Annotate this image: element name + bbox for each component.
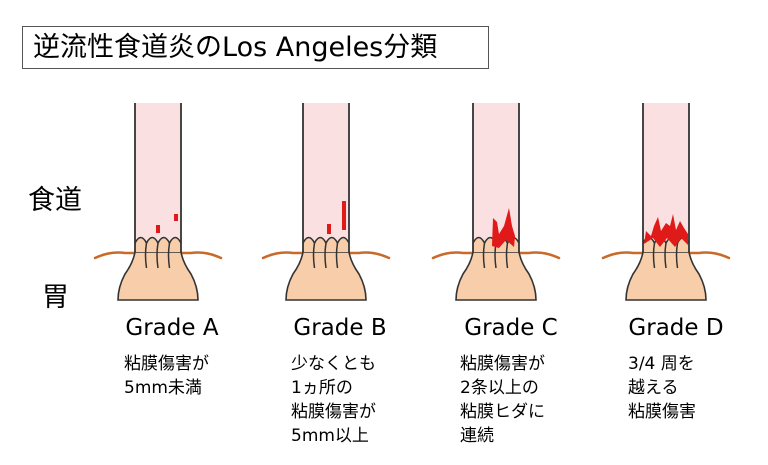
mucosal-fold-line [312,242,316,269]
z-line [302,236,350,245]
mucosal-fold-line [156,242,159,269]
mucosal-fold-line [675,242,679,269]
mucosal-break [156,225,160,233]
grade-b-description: 少なくとも 1ヵ所の 粘膜傷害が 5mm以上 [291,352,376,448]
mucosal-break [174,214,178,221]
mucosal-break [342,201,346,230]
circumferential-mucosal-break [644,214,688,247]
grade-c-desc-line: 粘膜傷害が [460,354,545,374]
grade-b-desc-line: 少なくとも [291,354,376,374]
mucosal-break [327,224,331,234]
mucosal-fold-line [335,242,339,269]
grade-d-description: 3/4 周を 越える 粘膜傷害 [628,352,696,424]
title-box: 逆流性食道炎のLos Angeles分類 [22,26,489,69]
grade-c-desc-line: 2条以上の [460,378,539,398]
grade-c-desc-line: 粘膜ヒダに [460,402,545,422]
grade-a-panel [93,103,223,301]
grade-d-label: Grade D [628,315,724,341]
grade-a-description: 粘膜傷害が 5mm未満 [124,352,209,400]
esophagus-tube [303,103,349,244]
mucosal-fold-line [324,242,327,269]
mucosal-fold-line [482,242,486,269]
mucosal-fold-line [664,242,667,269]
grade-b-desc-line: 1ヵ所の [291,378,353,398]
grade-c-label: Grade C [464,315,558,341]
grade-b-label: Grade B [293,315,387,341]
grade-a-label: Grade A [125,315,219,341]
esophagus-tube [473,103,519,244]
grade-d-desc-line: 粘膜傷害 [628,402,696,422]
grade-a-desc-line: 粘膜傷害が [124,354,209,374]
esophagus-tube [643,103,689,244]
esophagus-tube [135,103,181,244]
stomach-mucosa [285,251,367,301]
esophagus-label: 食道 [28,185,82,216]
grade-d-panel [601,103,731,301]
confluent-mucosal-break [492,208,515,248]
mucosal-fold-line [144,242,148,269]
stomach-mucosa [117,251,199,301]
z-line [134,236,182,245]
stomach-mucosa [625,251,707,301]
mucosal-fold-line [167,242,171,269]
mucosal-fold-line [505,242,509,269]
grade-d-desc-line: 3/4 周を [628,354,695,374]
grade-b-desc-line: 粘膜傷害が [291,402,376,422]
grade-c-description: 粘膜傷害が 2条以上の 粘膜ヒダに 連続 [460,352,545,448]
grade-a-desc-line: 5mm未満 [124,378,202,398]
stomach-label: 胃 [42,282,69,313]
grade-c-desc-line: 連続 [460,426,494,446]
grade-b-desc-line: 5mm以上 [291,426,369,446]
stomach-mucosa [455,251,537,301]
grade-b-panel [261,103,391,301]
grade-c-panel [431,103,561,301]
mucosal-fold-line [652,242,656,269]
grade-d-desc-line: 越える [628,378,679,398]
page-title: 逆流性食道炎のLos Angeles分類 [33,32,438,63]
